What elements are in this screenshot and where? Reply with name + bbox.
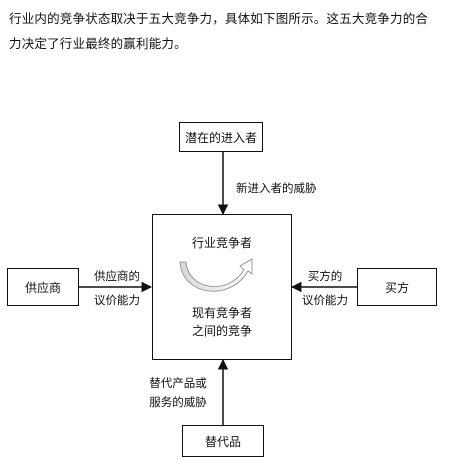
- node-potential-entrants: 潜在的进入者: [179, 122, 263, 152]
- rivalry-cycle-icon: [179, 258, 253, 292]
- edge-label-substitute-threat-1: 替代产品或: [149, 376, 207, 390]
- edge-label-supplier-power-1: 供应商的: [94, 269, 140, 283]
- edge-label-buyer-power-1: 买方的: [307, 269, 343, 283]
- edge-label-supplier-power-2: 议价能力: [94, 293, 140, 307]
- intro-paragraph: 行业内的竞争状态取决于五大竞争力，具体如下图所示。这五大竞争力的合 力决定了行业…: [9, 6, 454, 56]
- node-potential-entrants-label: 潜在的进入者: [184, 130, 257, 145]
- node-buyers-label: 买方: [384, 280, 409, 295]
- node-industry-rivalry: [152, 214, 292, 360]
- node-suppliers-label: 供应商: [24, 280, 61, 295]
- center-bottom-label-2: 之间的竞争: [191, 324, 252, 338]
- center-bottom-label-1: 现有竞争者: [191, 306, 252, 320]
- node-substitutes-label: 替代品: [204, 434, 241, 449]
- node-buyers: 买方: [357, 268, 437, 306]
- edge-label-buyer-power-2: 议价能力: [302, 293, 348, 307]
- intro-line-1: 行业内的竞争状态取决于五大竞争力，具体如下图所示。这五大竞争力的合: [9, 11, 429, 26]
- node-suppliers: 供应商: [7, 268, 79, 306]
- intro-line-2: 力决定了行业最终的赢利能力。: [9, 36, 187, 51]
- node-substitutes: 替代品: [182, 425, 264, 457]
- edge-label-substitute-threat-2: 服务的威胁: [149, 395, 207, 409]
- center-top-label: 行业竞争者: [191, 236, 252, 250]
- edge-label-entry-threat: 新进入者的威胁: [236, 181, 317, 195]
